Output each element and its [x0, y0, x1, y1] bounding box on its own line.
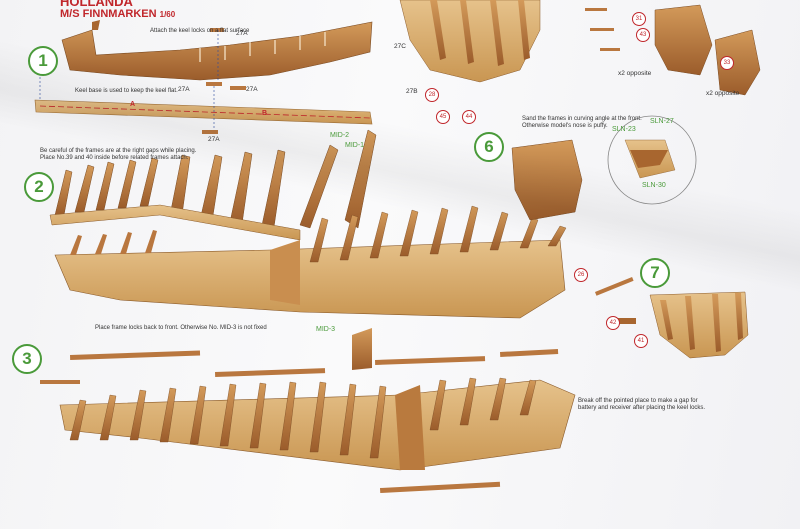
callout-31: 31: [632, 12, 646, 26]
model-title-top: HOLLANDA: [60, 0, 133, 9]
label-27a-4: 27A: [208, 136, 220, 143]
label-27a-2: 27A: [178, 86, 190, 93]
hull-step-2: [54, 239, 566, 319]
bow-piece-2: [714, 29, 761, 96]
note-break-off-1: Break off the pointed place to make a ga…: [578, 398, 698, 404]
label-b: B: [262, 110, 268, 117]
keel-part: [61, 21, 373, 81]
callout-26: 26: [574, 268, 588, 282]
bow-step-6: [511, 139, 583, 221]
label-x2-opposite-2: x2 opposite: [706, 90, 740, 97]
model-name: M/S FINNMARKEN: [60, 8, 157, 20]
callout-44: 44: [462, 110, 476, 124]
label-mid-1: MID-1: [345, 142, 365, 149]
stern-step-7: [649, 291, 749, 359]
note-keel-attach: Attach the keel locks on a flat surface: [150, 28, 250, 34]
note-frames-2: Place No.39 and 40 inside before related…: [40, 155, 189, 161]
label-mid-2: MID-2: [330, 132, 350, 139]
detail-circle: [607, 115, 697, 205]
step-number-2: 2: [24, 172, 54, 202]
callout-42: 42: [606, 316, 620, 330]
step-number-7: 7: [640, 258, 670, 288]
label-x2-opposite-1: x2 opposite: [618, 70, 652, 77]
label-27b: 27B: [406, 88, 418, 95]
label-27a-1: 27A: [236, 30, 248, 37]
note-sand-1: Sand the frames in curving angle at the …: [522, 116, 642, 122]
step-number-3: 3: [12, 344, 42, 374]
label-27c: 27C: [394, 43, 406, 50]
step-number-1: 1: [28, 46, 58, 76]
step-number-6: 6: [474, 132, 504, 162]
model-scale: 1/60: [159, 10, 176, 19]
label-sln-30: SLN-30: [642, 182, 666, 189]
note-frames-1: Be careful of the frames are at the righ…: [40, 148, 197, 154]
callout-41: 41: [634, 334, 648, 348]
label-sln-27: SLN-27: [650, 118, 674, 125]
label-27a-3: 27A: [246, 86, 258, 93]
note-frame-locks: Place frame locks back to front. Otherwi…: [95, 325, 267, 331]
callout-28: 28: [425, 88, 439, 102]
label-sln-23: SLN-23: [612, 126, 636, 133]
note-break-off-2: battery and receiver after placing the k…: [578, 405, 706, 411]
callout-45: 45: [436, 110, 450, 124]
note-sand-2: Otherwise model's nose is puffy.: [522, 123, 608, 129]
callout-43: 43: [636, 28, 650, 42]
bow-piece-1: [654, 4, 713, 76]
label-a: A: [130, 101, 136, 108]
callout-33: 33: [720, 56, 734, 70]
note-keel-base: Keel base is used to keep the keel flat.: [75, 88, 178, 94]
model-title: M/S FINNMARKEN 1/60: [60, 8, 175, 20]
label-mid-3: MID-3: [316, 326, 336, 333]
